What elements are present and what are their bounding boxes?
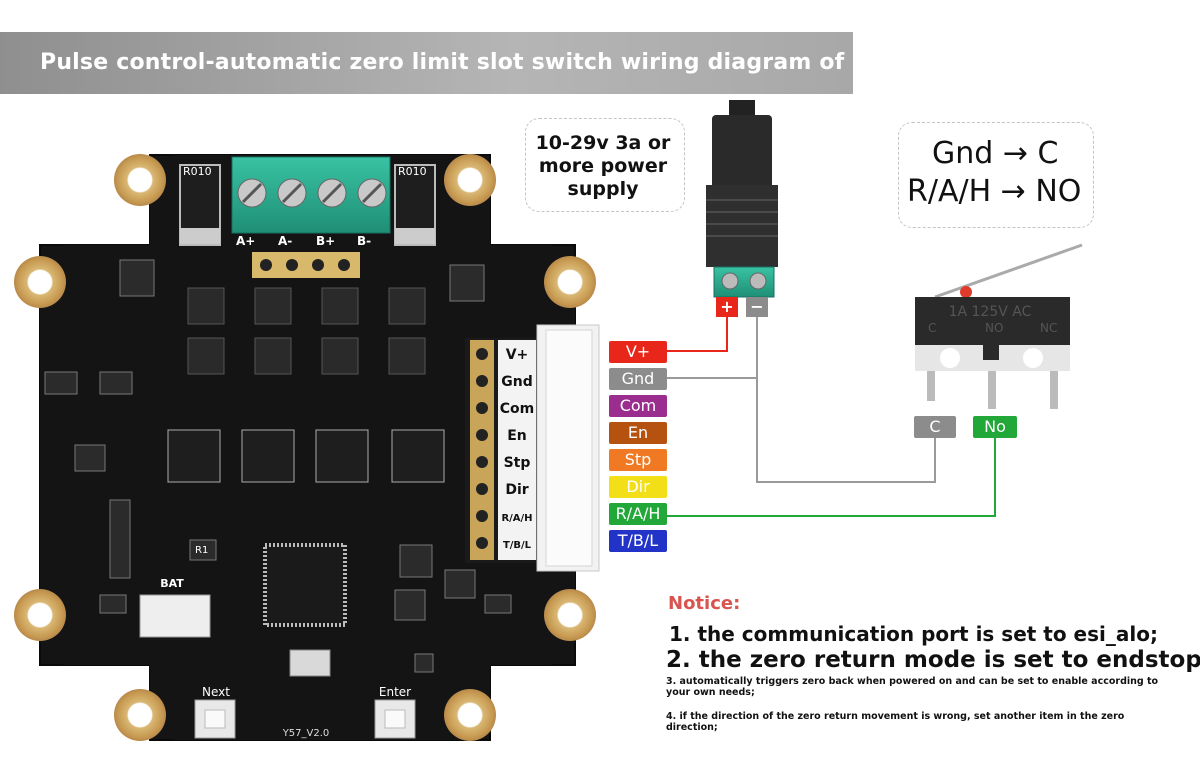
- power-jack: [706, 100, 778, 298]
- r1-label: R1: [195, 545, 208, 556]
- mcu-chip: [263, 543, 347, 627]
- motor-pin-labels: A+ A- B+ B-: [236, 234, 371, 248]
- connector-pin-com: Com: [500, 401, 534, 417]
- resistor-label-left: R010: [183, 165, 212, 178]
- wire-label-en: En: [609, 422, 667, 444]
- board-buttons: [194, 699, 416, 739]
- connector-pin-v-: V+: [506, 347, 529, 363]
- mosfet-array: [187, 287, 426, 375]
- driver-chips: [167, 429, 445, 483]
- chip-texts: R010 R010: [183, 165, 427, 178]
- motor-pin-a-minus: A-: [278, 234, 292, 248]
- resistor-label-right: R010: [398, 165, 427, 178]
- wire-label-gnd: Gnd: [609, 368, 667, 390]
- notice-heading: Notice:: [668, 593, 741, 614]
- motor-header-pins: [252, 252, 360, 278]
- notice-item-1: 1. the communication port is set to esi_…: [669, 622, 1158, 646]
- connector-pin-gnd: Gnd: [501, 374, 532, 390]
- wires: [667, 317, 996, 517]
- wire-label-dir: Dir: [609, 476, 667, 498]
- mapping-line-1: Gnd → C: [932, 136, 1059, 171]
- bat-label: BAT: [160, 577, 184, 590]
- page-title: Pulse control-automatic zero limit slot …: [40, 50, 971, 75]
- motor-pin-b-plus: B+: [316, 234, 335, 248]
- wire-rah-to-no: [667, 438, 996, 517]
- wire-vplus: [667, 317, 728, 352]
- wire-label-r-a-h: R/A/H: [609, 503, 667, 525]
- wire-gnd-to-c: [756, 378, 936, 483]
- smd-components: [44, 259, 512, 673]
- switch-body-text: 1A 125V AC: [949, 304, 1032, 320]
- power-plus-label: +: [720, 297, 733, 316]
- enter-button-label: Enter: [379, 685, 411, 699]
- connector-pin-dir: Dir: [505, 482, 528, 498]
- next-button-label: Next: [202, 685, 230, 699]
- power-minus-label: −: [750, 297, 763, 316]
- mapping-note: [898, 122, 1094, 228]
- sense-resistors: [179, 164, 436, 246]
- connector-pin-t-b-l: T/B/L: [503, 540, 532, 551]
- wire-label-v-: V+: [609, 341, 667, 363]
- battery-connector: [139, 594, 211, 638]
- switch-no-label: No: [973, 416, 1017, 438]
- control-connector: [465, 324, 600, 572]
- motor-pin-a-plus: A+: [236, 234, 255, 248]
- power-minus-terminal: [746, 297, 768, 317]
- wire-label-t-b-l: T/B/L: [609, 530, 667, 552]
- crystal: [289, 649, 331, 677]
- power-supply-text: 10-29v 3a or more power supply: [528, 132, 678, 201]
- wire-label-com: Com: [609, 395, 667, 417]
- power-note-line-2: more power: [538, 155, 668, 177]
- power-supply-note: [525, 118, 685, 212]
- switch-terminal-no: NO: [985, 321, 1003, 335]
- mapping-line-2: R/A/H → NO: [907, 174, 1082, 209]
- notice-item-3: 3. automatically triggers zero back when…: [666, 676, 1159, 698]
- power-note-line-3: supply: [567, 178, 639, 200]
- switch-terminal-c: C: [928, 321, 936, 335]
- wire-label-stp: Stp: [609, 449, 667, 471]
- connector-pin-stp: Stp: [504, 455, 531, 471]
- wire-gnd: [667, 317, 758, 379]
- switch-c-label: C: [914, 416, 956, 438]
- switch-terminal-nc: NC: [1040, 321, 1057, 335]
- connector-pin-r-a-h: R/A/H: [501, 513, 532, 524]
- micro-switch: [915, 243, 1083, 409]
- motor-terminal-block: [231, 156, 391, 234]
- version-label: Y57_V2.0: [282, 728, 330, 739]
- connector-pin-holes: [476, 348, 488, 549]
- notice-item-4: 4. if the direction of the zero return m…: [666, 711, 1125, 733]
- power-note-line-1: 10-29v 3a or: [535, 132, 671, 154]
- connector-pin-en: En: [507, 428, 527, 444]
- title-banner: [0, 32, 853, 94]
- motor-pin-b-minus: B-: [357, 234, 371, 248]
- notice-item-2: 2. the zero return mode is set to endsto…: [666, 647, 1200, 673]
- mounting-pads: [14, 154, 596, 741]
- power-plus-terminal: [716, 297, 738, 317]
